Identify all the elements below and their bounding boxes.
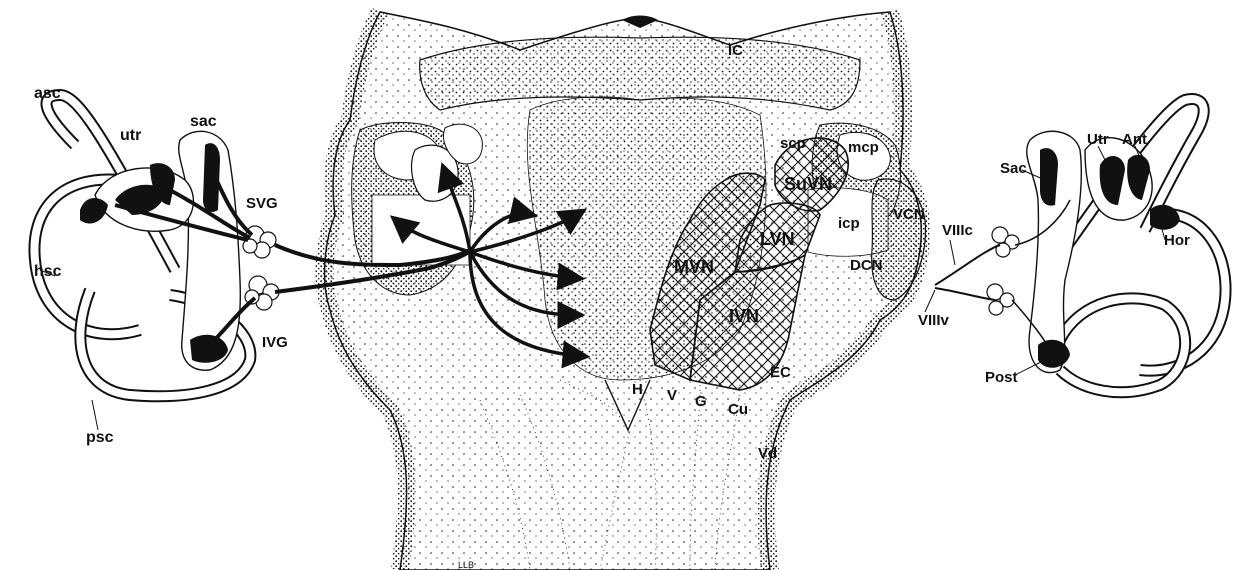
- label-icp: icp: [838, 215, 860, 232]
- label-lvn: LVN: [760, 229, 795, 249]
- label-ivn: IVN: [729, 306, 759, 326]
- label-r-sac: Sac: [1000, 160, 1027, 177]
- label-suvn: SuVN: [784, 174, 832, 194]
- label-r-hor: Hor: [1164, 232, 1190, 249]
- label-ec: EC: [770, 364, 791, 381]
- label-viiic: VIIIc: [942, 222, 973, 239]
- label-sac: sac: [190, 113, 217, 130]
- brainstem: [325, 12, 926, 570]
- label-hsc: hsc: [34, 263, 62, 280]
- label-ic: IC: [728, 42, 743, 59]
- label-v: V: [667, 387, 677, 404]
- right-ganglion-upper: [992, 227, 1019, 257]
- label-r-ant: Ant: [1122, 131, 1147, 148]
- label-g: G: [695, 393, 707, 410]
- label-mcp: mcp: [848, 139, 879, 156]
- label-mvn: MVN: [674, 257, 714, 277]
- label-ivg: IVG: [262, 334, 288, 351]
- label-viiiv: VIIIv: [918, 312, 950, 329]
- label-svg: SVG: [246, 195, 278, 212]
- label-llb: LLB: [458, 560, 474, 570]
- label-r-post: Post: [985, 369, 1018, 386]
- label-utr: utr: [120, 127, 141, 144]
- label-vcn: VCN: [893, 206, 925, 223]
- label-asc: asc: [34, 85, 61, 102]
- label-vd: Vd: [758, 445, 777, 462]
- label-cu: Cu: [728, 401, 748, 418]
- label-h: H: [632, 381, 643, 398]
- label-dcn: DCN: [850, 257, 883, 274]
- label-r-utr: Utr: [1087, 131, 1109, 148]
- label-psc: psc: [86, 429, 114, 446]
- label-scp: scp: [780, 135, 806, 152]
